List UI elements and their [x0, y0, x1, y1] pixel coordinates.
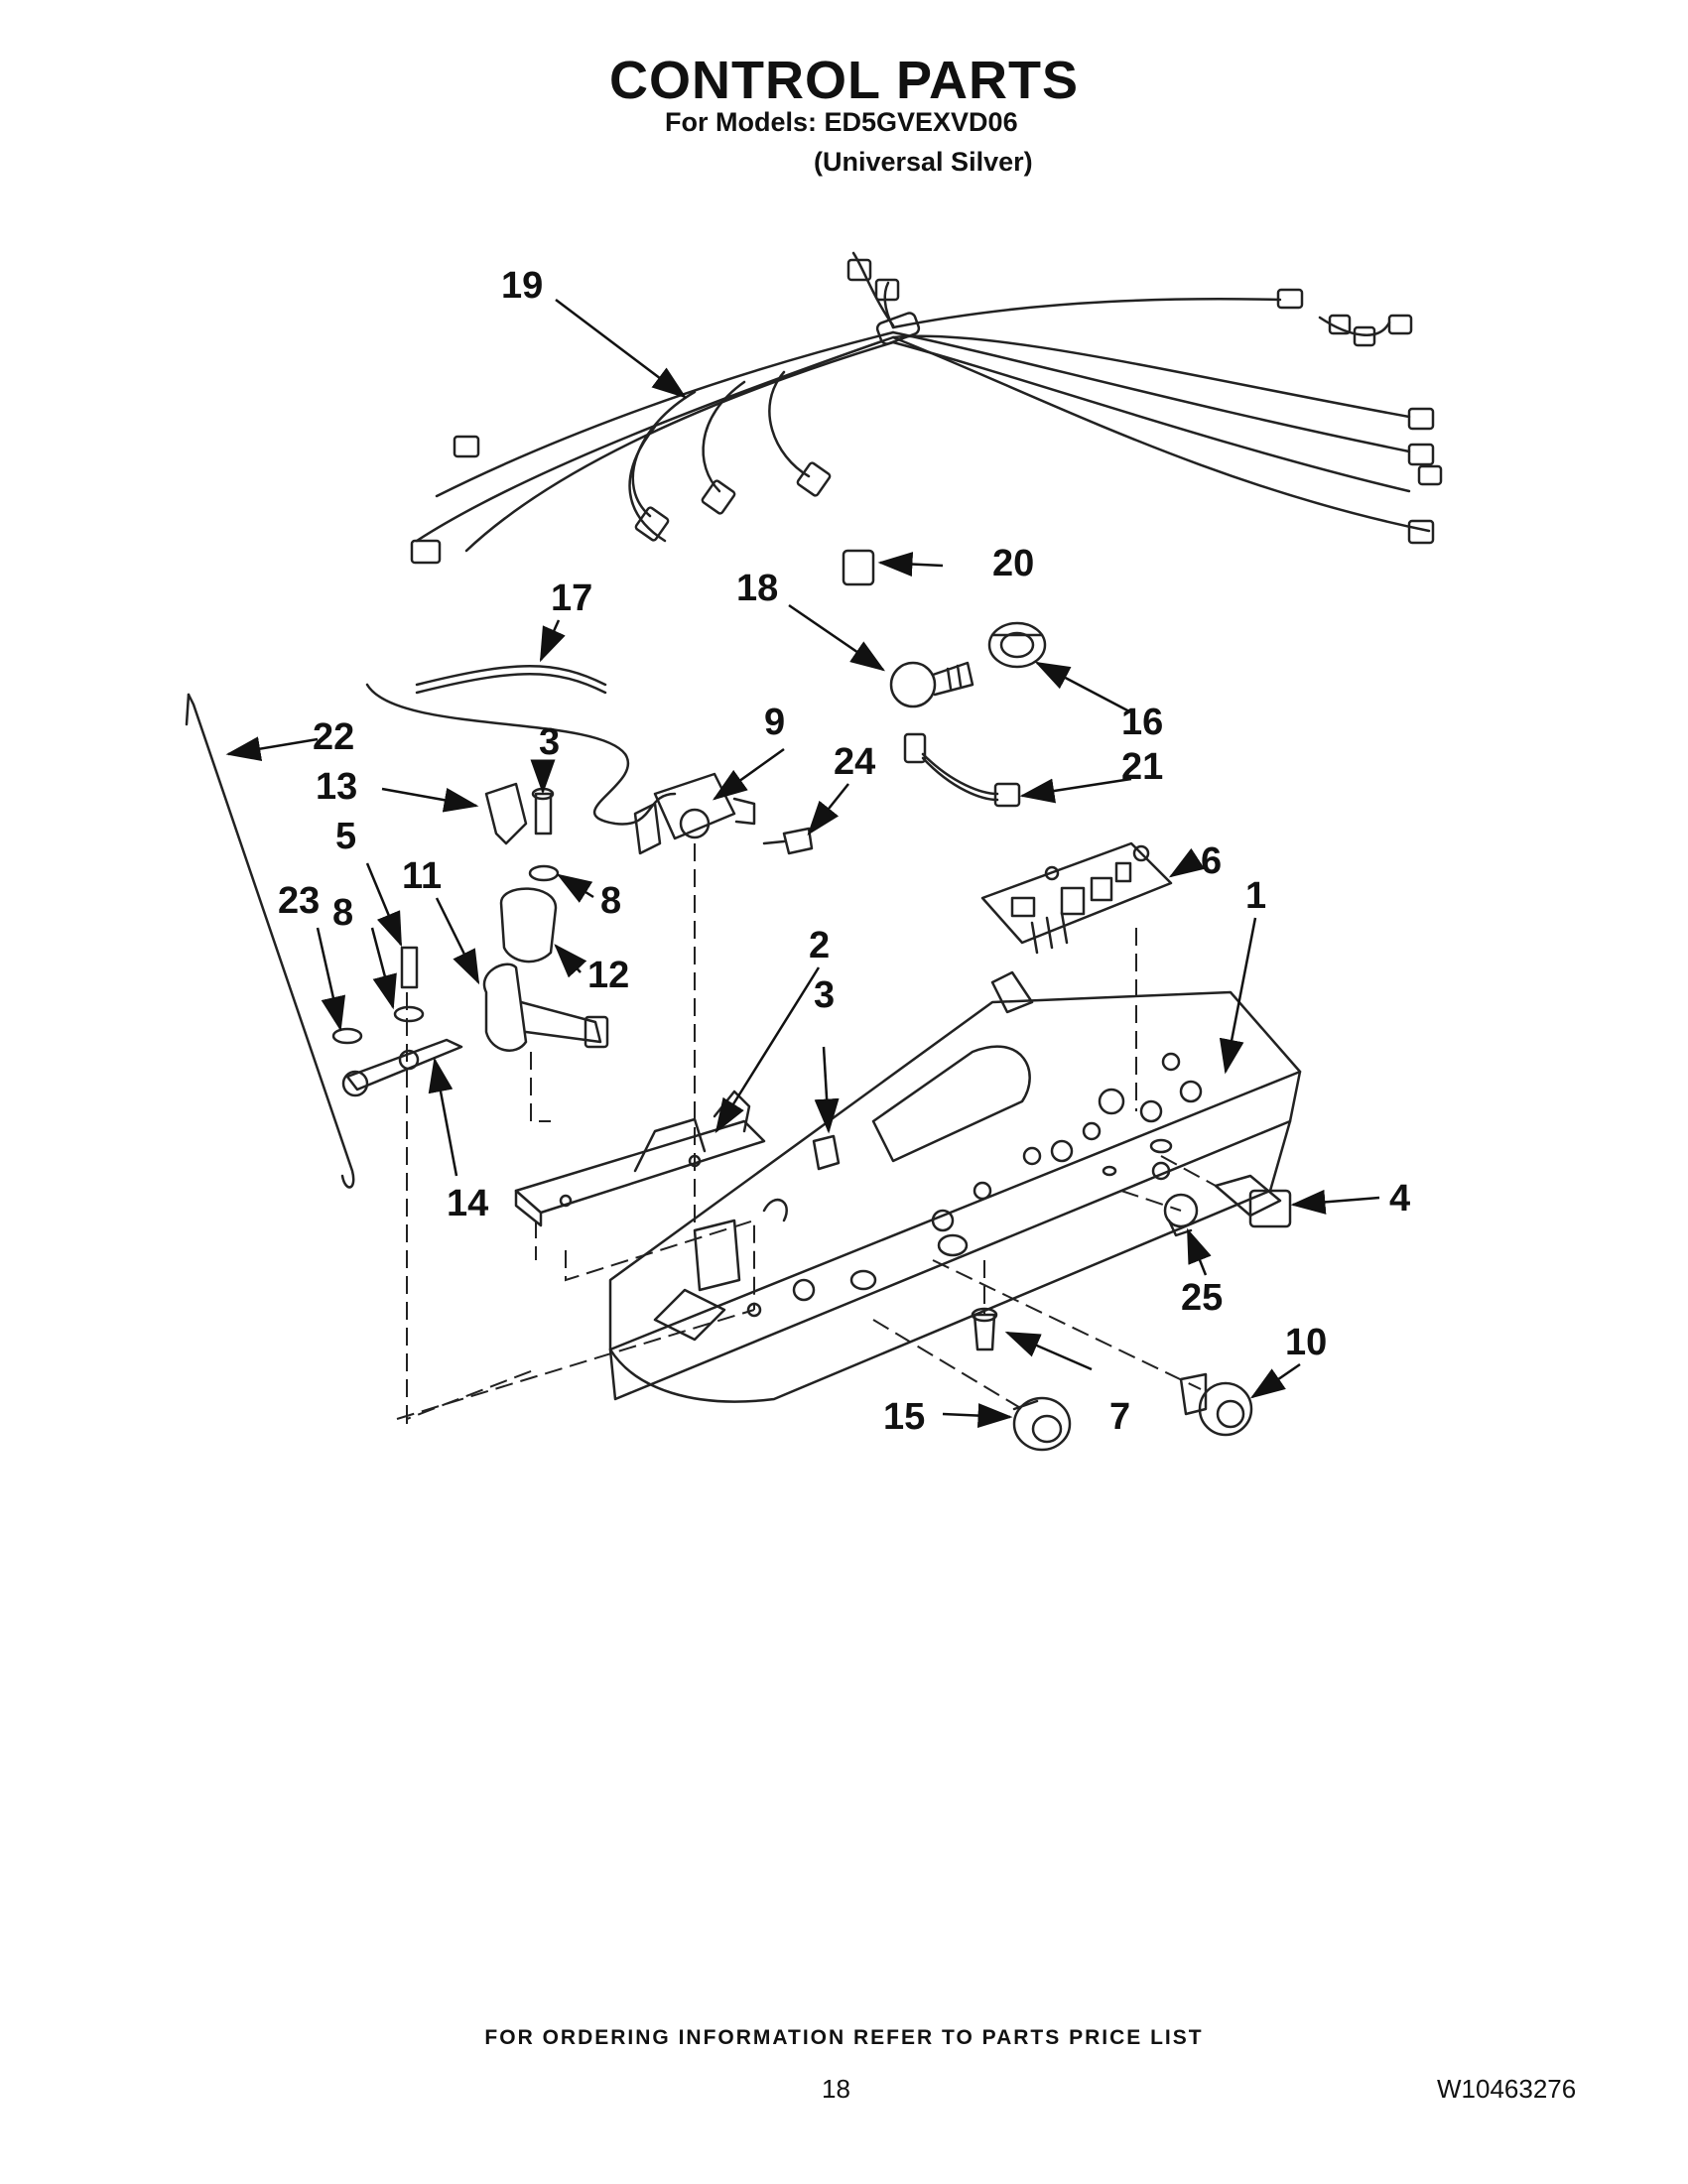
- thermostat: [633, 772, 756, 855]
- long-rod: [185, 693, 355, 1189]
- callout-3-upper: 3: [539, 721, 560, 763]
- clip-part: [842, 549, 875, 586]
- callout-9: 9: [764, 702, 785, 743]
- callout-3-lower: 3: [814, 974, 835, 1016]
- models-line: For Models: ED5GVEXVD06: [665, 107, 1018, 137]
- tube-part: [365, 665, 677, 826]
- callout-8-upper: 8: [600, 880, 621, 922]
- screw-7: [971, 1307, 998, 1351]
- screw-3-side: [812, 1134, 841, 1171]
- grommet: [1149, 1138, 1173, 1154]
- mounting-plate: [514, 1090, 766, 1227]
- callout-18: 18: [736, 568, 778, 609]
- callout-15: 15: [883, 1396, 925, 1438]
- circuit-board: [980, 841, 1173, 955]
- assembly-lines: [396, 843, 1217, 1424]
- callout-5: 5: [335, 816, 356, 857]
- light-bulb: [889, 661, 974, 708]
- page-title: CONTROL PARTS: [608, 51, 1079, 110]
- callout-11: 11: [402, 855, 442, 897]
- callout-7: 7: [1109, 1396, 1130, 1438]
- ordering-note: FOR ORDERING INFORMATION REFER TO PARTS …: [484, 2026, 1204, 2049]
- document-number: W10463276: [1437, 2074, 1577, 2104]
- screw-3-upper: [531, 787, 555, 835]
- callout-8-left: 8: [332, 892, 353, 934]
- callout-arrows: [225, 299, 1380, 1429]
- lamp-wire: [903, 732, 1021, 808]
- callout-14: 14: [447, 1183, 488, 1224]
- callout-6: 6: [1201, 840, 1222, 882]
- callout-17: 17: [551, 578, 592, 619]
- washer-23: [331, 1027, 363, 1045]
- callout-12: 12: [587, 955, 629, 996]
- lever-arm: [341, 1038, 463, 1097]
- callout-13: 13: [316, 766, 357, 808]
- callout-25: 25: [1181, 1277, 1223, 1319]
- washer-8-upper: [528, 864, 560, 882]
- bracket-13: [484, 782, 528, 845]
- callout-labels: 1 2 3 3 4 5 6 7 8 8 9 10 11 12 13 14 15 …: [278, 265, 1410, 1438]
- knob-shaft: [482, 963, 609, 1052]
- control-housing: [608, 970, 1302, 1403]
- knob-10: [1179, 1372, 1253, 1437]
- switch-4: [1214, 1174, 1292, 1228]
- light-socket: [987, 621, 1047, 669]
- callout-10: 10: [1285, 1322, 1327, 1363]
- callout-1: 1: [1245, 875, 1266, 917]
- screw-24: [762, 827, 814, 855]
- callout-20: 20: [992, 543, 1034, 584]
- variant-line: (Universal Silver): [814, 147, 1033, 177]
- callout-4: 4: [1389, 1178, 1410, 1220]
- clamp-12: [499, 887, 558, 964]
- callout-24: 24: [834, 741, 875, 783]
- button-25: [1163, 1193, 1199, 1237]
- callout-22: 22: [313, 716, 354, 758]
- knob-15: [1012, 1396, 1072, 1452]
- callout-21: 21: [1121, 746, 1163, 788]
- callout-19: 19: [501, 265, 543, 307]
- screw-5: [400, 946, 419, 989]
- ring-part: [1102, 1165, 1117, 1177]
- wire-harness: [410, 251, 1443, 565]
- callout-23: 23: [278, 880, 320, 922]
- callout-16: 16: [1121, 702, 1163, 743]
- callout-2: 2: [809, 925, 830, 966]
- page-number: 18: [822, 2074, 850, 2104]
- washer-8-left: [393, 1005, 425, 1023]
